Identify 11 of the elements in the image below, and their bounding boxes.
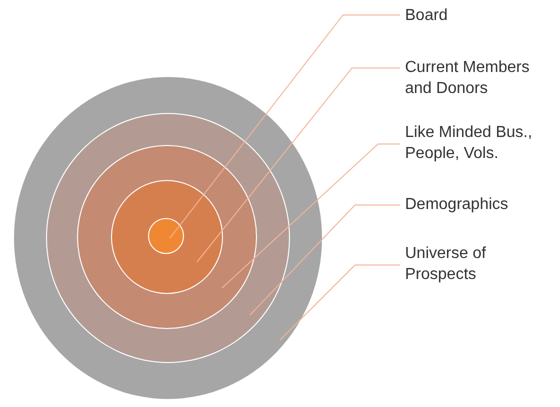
- label-text: Current Members and Donors: [405, 57, 555, 99]
- label-text: Board: [405, 5, 555, 26]
- leader-line: [222, 144, 400, 288]
- label-text: Like Minded Bus., People, Vols.: [405, 122, 555, 164]
- label-text: Universe of Prospects: [405, 243, 555, 285]
- leader-line: [250, 204, 400, 316]
- ring: [148, 218, 184, 254]
- label-text: Demographics: [405, 194, 555, 215]
- leader-line: [170, 14, 400, 238]
- leader-line: [280, 264, 400, 340]
- leader-line: [196, 68, 400, 262]
